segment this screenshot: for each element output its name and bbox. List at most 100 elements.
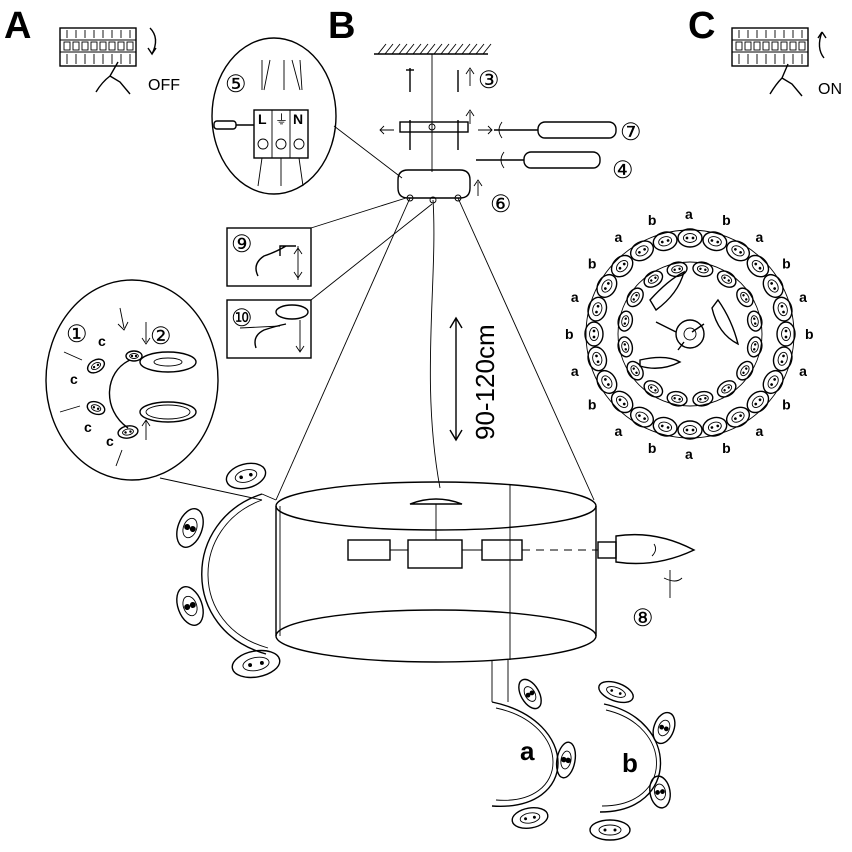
- crystal-icon: [643, 380, 664, 398]
- crystal-icon: [86, 358, 106, 374]
- crystal-icon: [555, 741, 577, 779]
- crystal-ball-assembly: [585, 229, 795, 439]
- crystal-icon: [589, 819, 631, 841]
- step-2-number: ②: [150, 323, 172, 350]
- drum-shade: [275, 481, 597, 663]
- breaker-switch: [753, 41, 761, 51]
- breaker-switch: [762, 41, 770, 51]
- pendant-lamp-fixture: ⑧: [275, 197, 696, 702]
- crystal-icon: [776, 321, 796, 347]
- crystal-icon: [716, 270, 737, 288]
- crystal-icon: [652, 231, 678, 252]
- crystal-icon: [725, 406, 751, 428]
- crystal-arm-left: [201, 493, 277, 655]
- crystal-icon: [702, 231, 728, 252]
- crystal-icon: [772, 296, 793, 322]
- ball-arm-label: b: [805, 326, 814, 342]
- ball-arm-label: a: [614, 229, 622, 245]
- step-3-number: ③: [478, 67, 500, 94]
- step-a-letter: A: [4, 5, 31, 47]
- crystal-icon: [518, 678, 542, 710]
- crystal-icon: [716, 380, 737, 398]
- crystal-icon: [225, 462, 267, 490]
- crystal-icon: [762, 369, 784, 395]
- screwdriver-icon: [213, 120, 254, 130]
- crystal-icon: [176, 586, 204, 626]
- crystal-icon: [746, 310, 763, 332]
- arm-b: [599, 703, 662, 813]
- step-7-number: ⑦: [620, 119, 642, 146]
- arm-b-label: b: [622, 748, 638, 778]
- terminal-live-label: L: [258, 111, 267, 127]
- ball-arm-label: b: [588, 255, 597, 271]
- terminal-block-icon: [253, 59, 309, 187]
- crystal-icon: [584, 321, 604, 347]
- breaker-panel-off-icon: [59, 27, 137, 95]
- ball-arm-label: a: [799, 289, 807, 305]
- step-5-number: ⑤: [225, 71, 247, 98]
- crystal-icon: [746, 254, 770, 278]
- crystal-icon: [629, 406, 655, 428]
- crystal-icon: [677, 420, 703, 440]
- ball-arm-label: b: [648, 440, 657, 456]
- ball-arm-label: b: [565, 326, 574, 342]
- step-10-number: ⑩: [231, 305, 253, 332]
- clip-detail-callout: ① ② c c c c: [45, 279, 263, 501]
- crystal-icon: [746, 390, 770, 414]
- breaker-switch: [798, 41, 806, 51]
- crystal-icon: [643, 270, 664, 288]
- ball-arm-label: b: [648, 212, 657, 228]
- off-label: OFF: [148, 77, 180, 94]
- crystal-icon: [666, 261, 688, 278]
- ball-arm-label: b: [782, 255, 791, 271]
- cable-lock-detail: ⑩: [226, 203, 433, 359]
- clip-label: c: [98, 333, 106, 349]
- crystal-icon: [649, 775, 671, 809]
- terminal-earth-label: ⏚: [275, 112, 288, 127]
- crystal-icon: [125, 350, 143, 362]
- breaker-switch: [90, 41, 98, 51]
- breaker-switch: [771, 41, 779, 51]
- crystal-icon: [587, 346, 608, 372]
- step-6-number: ⑥: [490, 191, 512, 218]
- mounting-bracket-icon: [379, 109, 493, 150]
- terminal-neutral-label: N: [293, 111, 303, 127]
- ball-arm-label: b: [722, 440, 731, 456]
- crystal-icon: [677, 228, 703, 248]
- height-range-label: 90-120cm: [470, 324, 500, 440]
- crystal-icon: [86, 400, 106, 416]
- screwdriver-icon: [476, 151, 601, 169]
- breaker-switch: [735, 41, 743, 51]
- breaker-switch: [744, 41, 752, 51]
- crystal-icon: [736, 287, 754, 308]
- ball-arm-label: a: [756, 423, 764, 439]
- ceiling-canopy: [397, 169, 483, 204]
- ball-arm-label: a: [614, 423, 622, 439]
- ball-arm-label: b: [782, 397, 791, 413]
- cable-adjust-detail: ⑨: [226, 197, 407, 287]
- crystal-icon: [598, 680, 634, 704]
- crystal-icon: [736, 360, 754, 381]
- step-b-panel: B ③ ⑦: [328, 5, 642, 218]
- screw-icon: [457, 67, 475, 92]
- crystal-icon: [692, 390, 714, 407]
- crystal-icon: [626, 360, 644, 381]
- breaker-switch: [108, 41, 116, 51]
- crystal-icon: [511, 806, 549, 830]
- crystal-icon: [692, 261, 714, 278]
- crystal-icon: [762, 273, 784, 299]
- crystal-icon: [702, 416, 728, 437]
- on-label: ON: [818, 81, 842, 98]
- hand-icon: [239, 304, 309, 353]
- crystal-icon: [652, 416, 678, 437]
- breaker-switch: [81, 41, 89, 51]
- crystal-icon: [652, 711, 676, 745]
- breaker-switch: [789, 41, 797, 51]
- crystal-icon: [626, 287, 644, 308]
- ceiling-icon: [374, 43, 492, 55]
- wiring-detail-callout: ⑤ L ⏚ N: [211, 37, 403, 195]
- crystal-icon: [231, 649, 281, 679]
- crystal-icon: [617, 310, 634, 332]
- screwdriver-icon: [494, 121, 617, 139]
